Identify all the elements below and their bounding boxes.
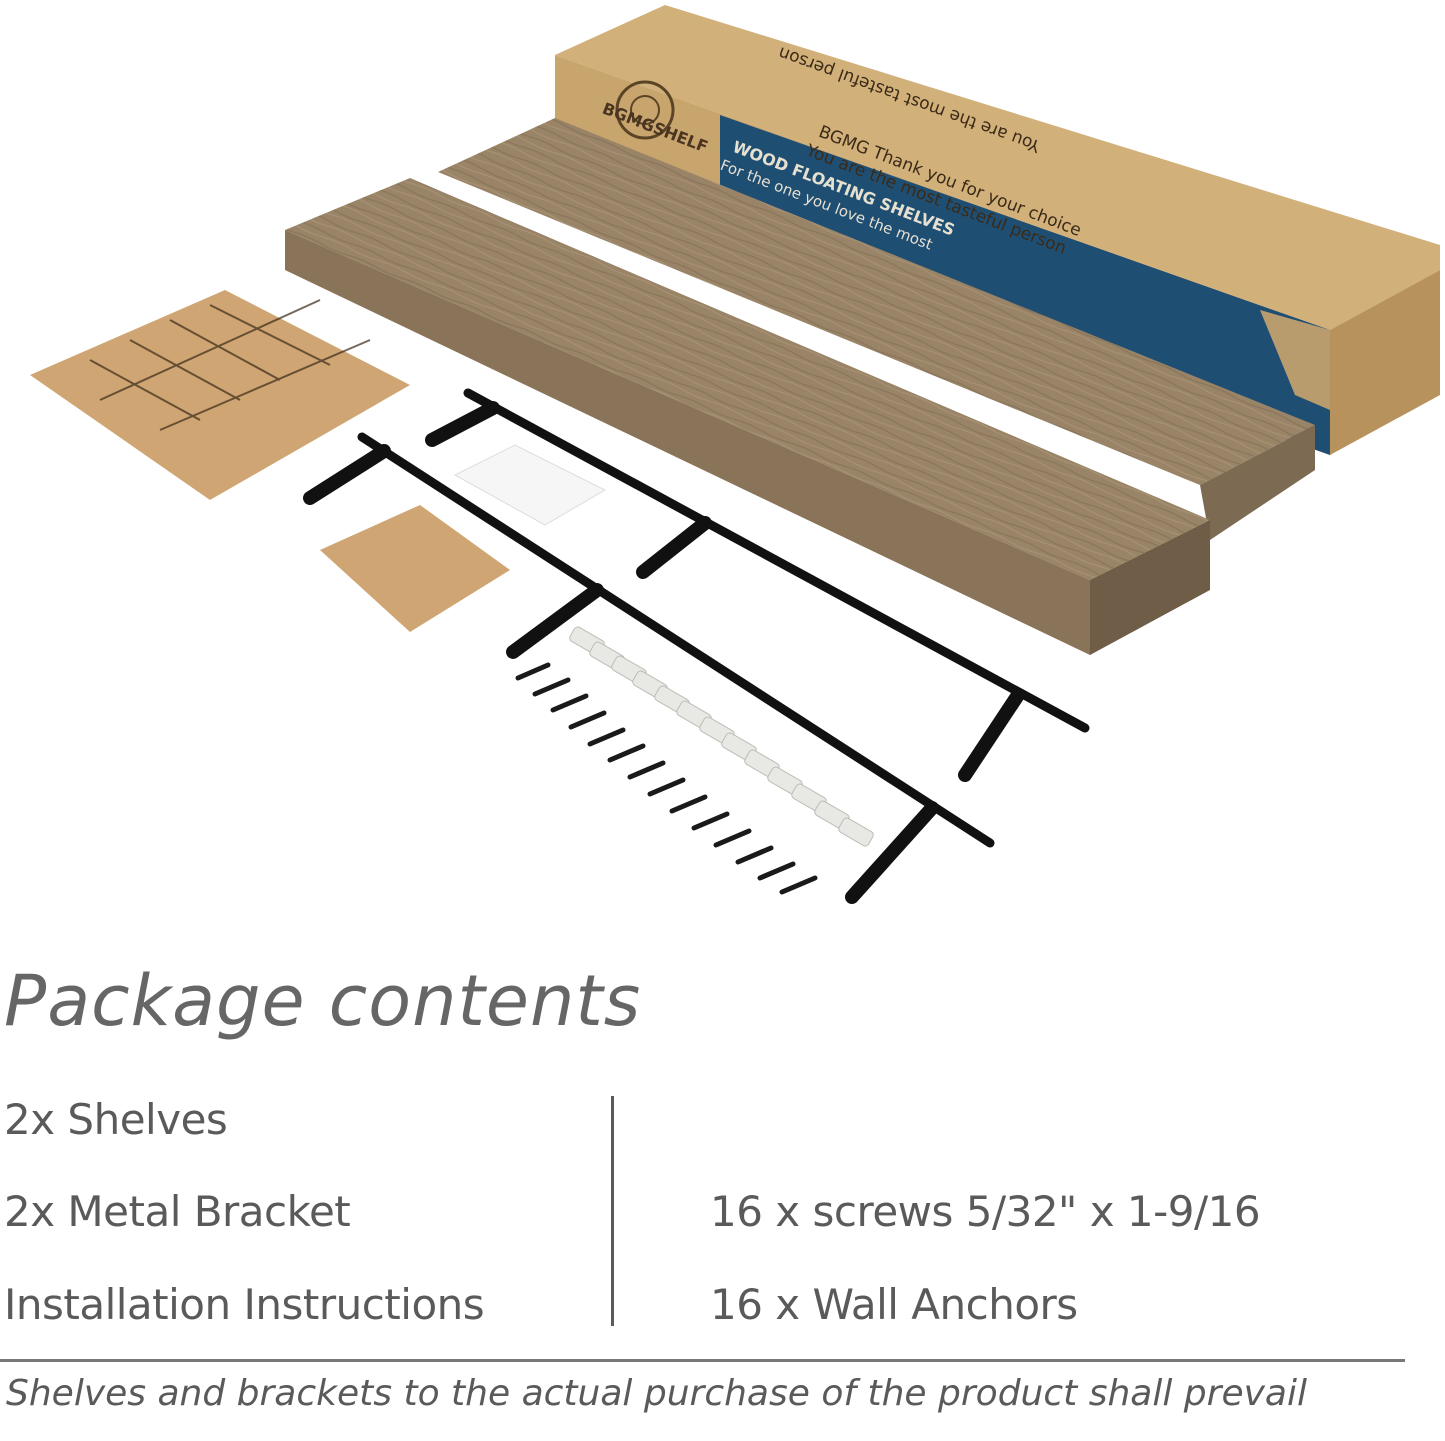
- screws: [515, 662, 818, 895]
- item-wall-anchors: 16 x Wall Anchors: [710, 1280, 1078, 1329]
- wall-anchors: [569, 626, 874, 847]
- item-shelves: 2x Shelves: [4, 1095, 228, 1144]
- column-divider: [611, 1096, 614, 1326]
- metal-bracket-front: [303, 432, 995, 904]
- metal-bracket-back: [425, 388, 1090, 782]
- note-card: [453, 444, 607, 526]
- instruction-sheet: [30, 290, 410, 500]
- item-screws: 16 x screws 5/32" x 1-9/16: [710, 1187, 1261, 1236]
- item-metal-bracket: 2x Metal Bracket: [4, 1187, 351, 1236]
- wood-shelf-front: [285, 178, 1210, 655]
- footnote: Shelves and brackets to the actual purch…: [6, 1373, 1307, 1414]
- item-installation-instructions: Installation Instructions: [4, 1280, 485, 1329]
- horizontal-divider: [0, 1359, 1405, 1362]
- paper-envelope: [320, 505, 510, 632]
- wood-shelf-back: [438, 118, 1315, 540]
- product-photo: BGMGSHELF You are the most tasteful pers…: [30, 5, 1440, 904]
- brand-seal-icon: [615, 80, 675, 140]
- page-title: Package contents: [4, 960, 642, 1042]
